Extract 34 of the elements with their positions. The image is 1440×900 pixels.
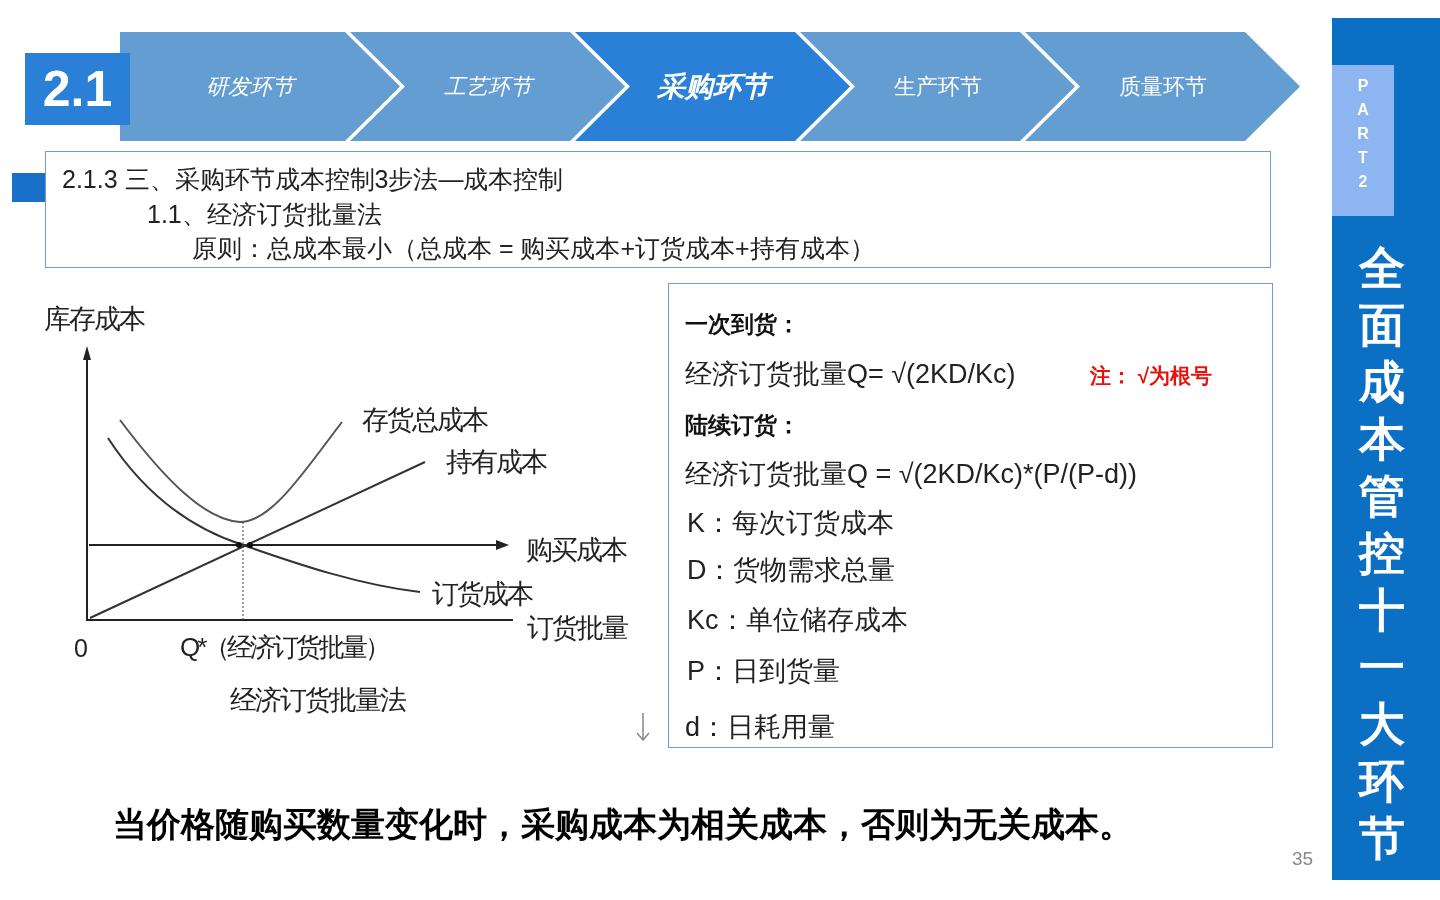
axis-label: 库存成本 [44,303,144,336]
page-number: 35 [1292,847,1314,871]
formula-text: 经济订货批量Q= √(2KD/Kc) [685,357,1016,391]
chevron-step: 质量环节 [1025,32,1300,141]
heading-text: 2.1.3 三、采购环节成本控制3步法—成本控制 [62,163,564,195]
curve-label: 订货成本 [432,578,532,611]
axis-label: 订货批量 [527,612,627,645]
curve-label: 购买成本 [526,534,626,567]
definition-text: K：每次订货成本 [687,506,894,540]
section-badge: 2.1 [25,53,130,125]
subheading-text: 1.1、经济订货批量法 [147,198,382,230]
definition-text: d：日耗用量 [685,710,836,744]
chevron-step: 工艺环节 [350,32,625,141]
note-text: 注： √为根号 [1090,362,1213,389]
curve-label: 存货总成本 [362,404,487,437]
chart-caption: 经济订货批量法 [230,684,405,717]
chevron-step: 生产环节 [800,32,1075,141]
principle-text: 原则：总成本最小（总成本 = 购买成本+订货成本+持有成本） [192,232,875,264]
side-banner [1332,18,1440,880]
chevron-step: 采购环节 [575,32,850,141]
info-panel [45,151,1271,268]
definition-text: D：货物需求总量 [687,553,896,587]
formula-panel [668,283,1273,748]
curve-label: 持有成本 [446,446,546,479]
summary-text: 当价格随购买数量变化时，采购成本为相关成本，否则为无关成本。 [113,804,1133,845]
section-heading: 陆续订货： [685,411,800,440]
axis-label: 0 [74,633,88,664]
banner-title: 全面成本管控十一大环节 [1358,241,1406,866]
formula-text: 经济订货批量Q = √(2KD/Kc)*(P/(P-d)) [685,457,1138,491]
definition-text: Kc：单位储存成本 [687,603,908,637]
section-heading: 一次到货： [685,310,800,339]
part-tag: PART 2 [1332,65,1394,216]
definition-text: P：日到货量 [687,654,840,688]
axis-label: Q*（经济订货批量） [180,631,389,664]
